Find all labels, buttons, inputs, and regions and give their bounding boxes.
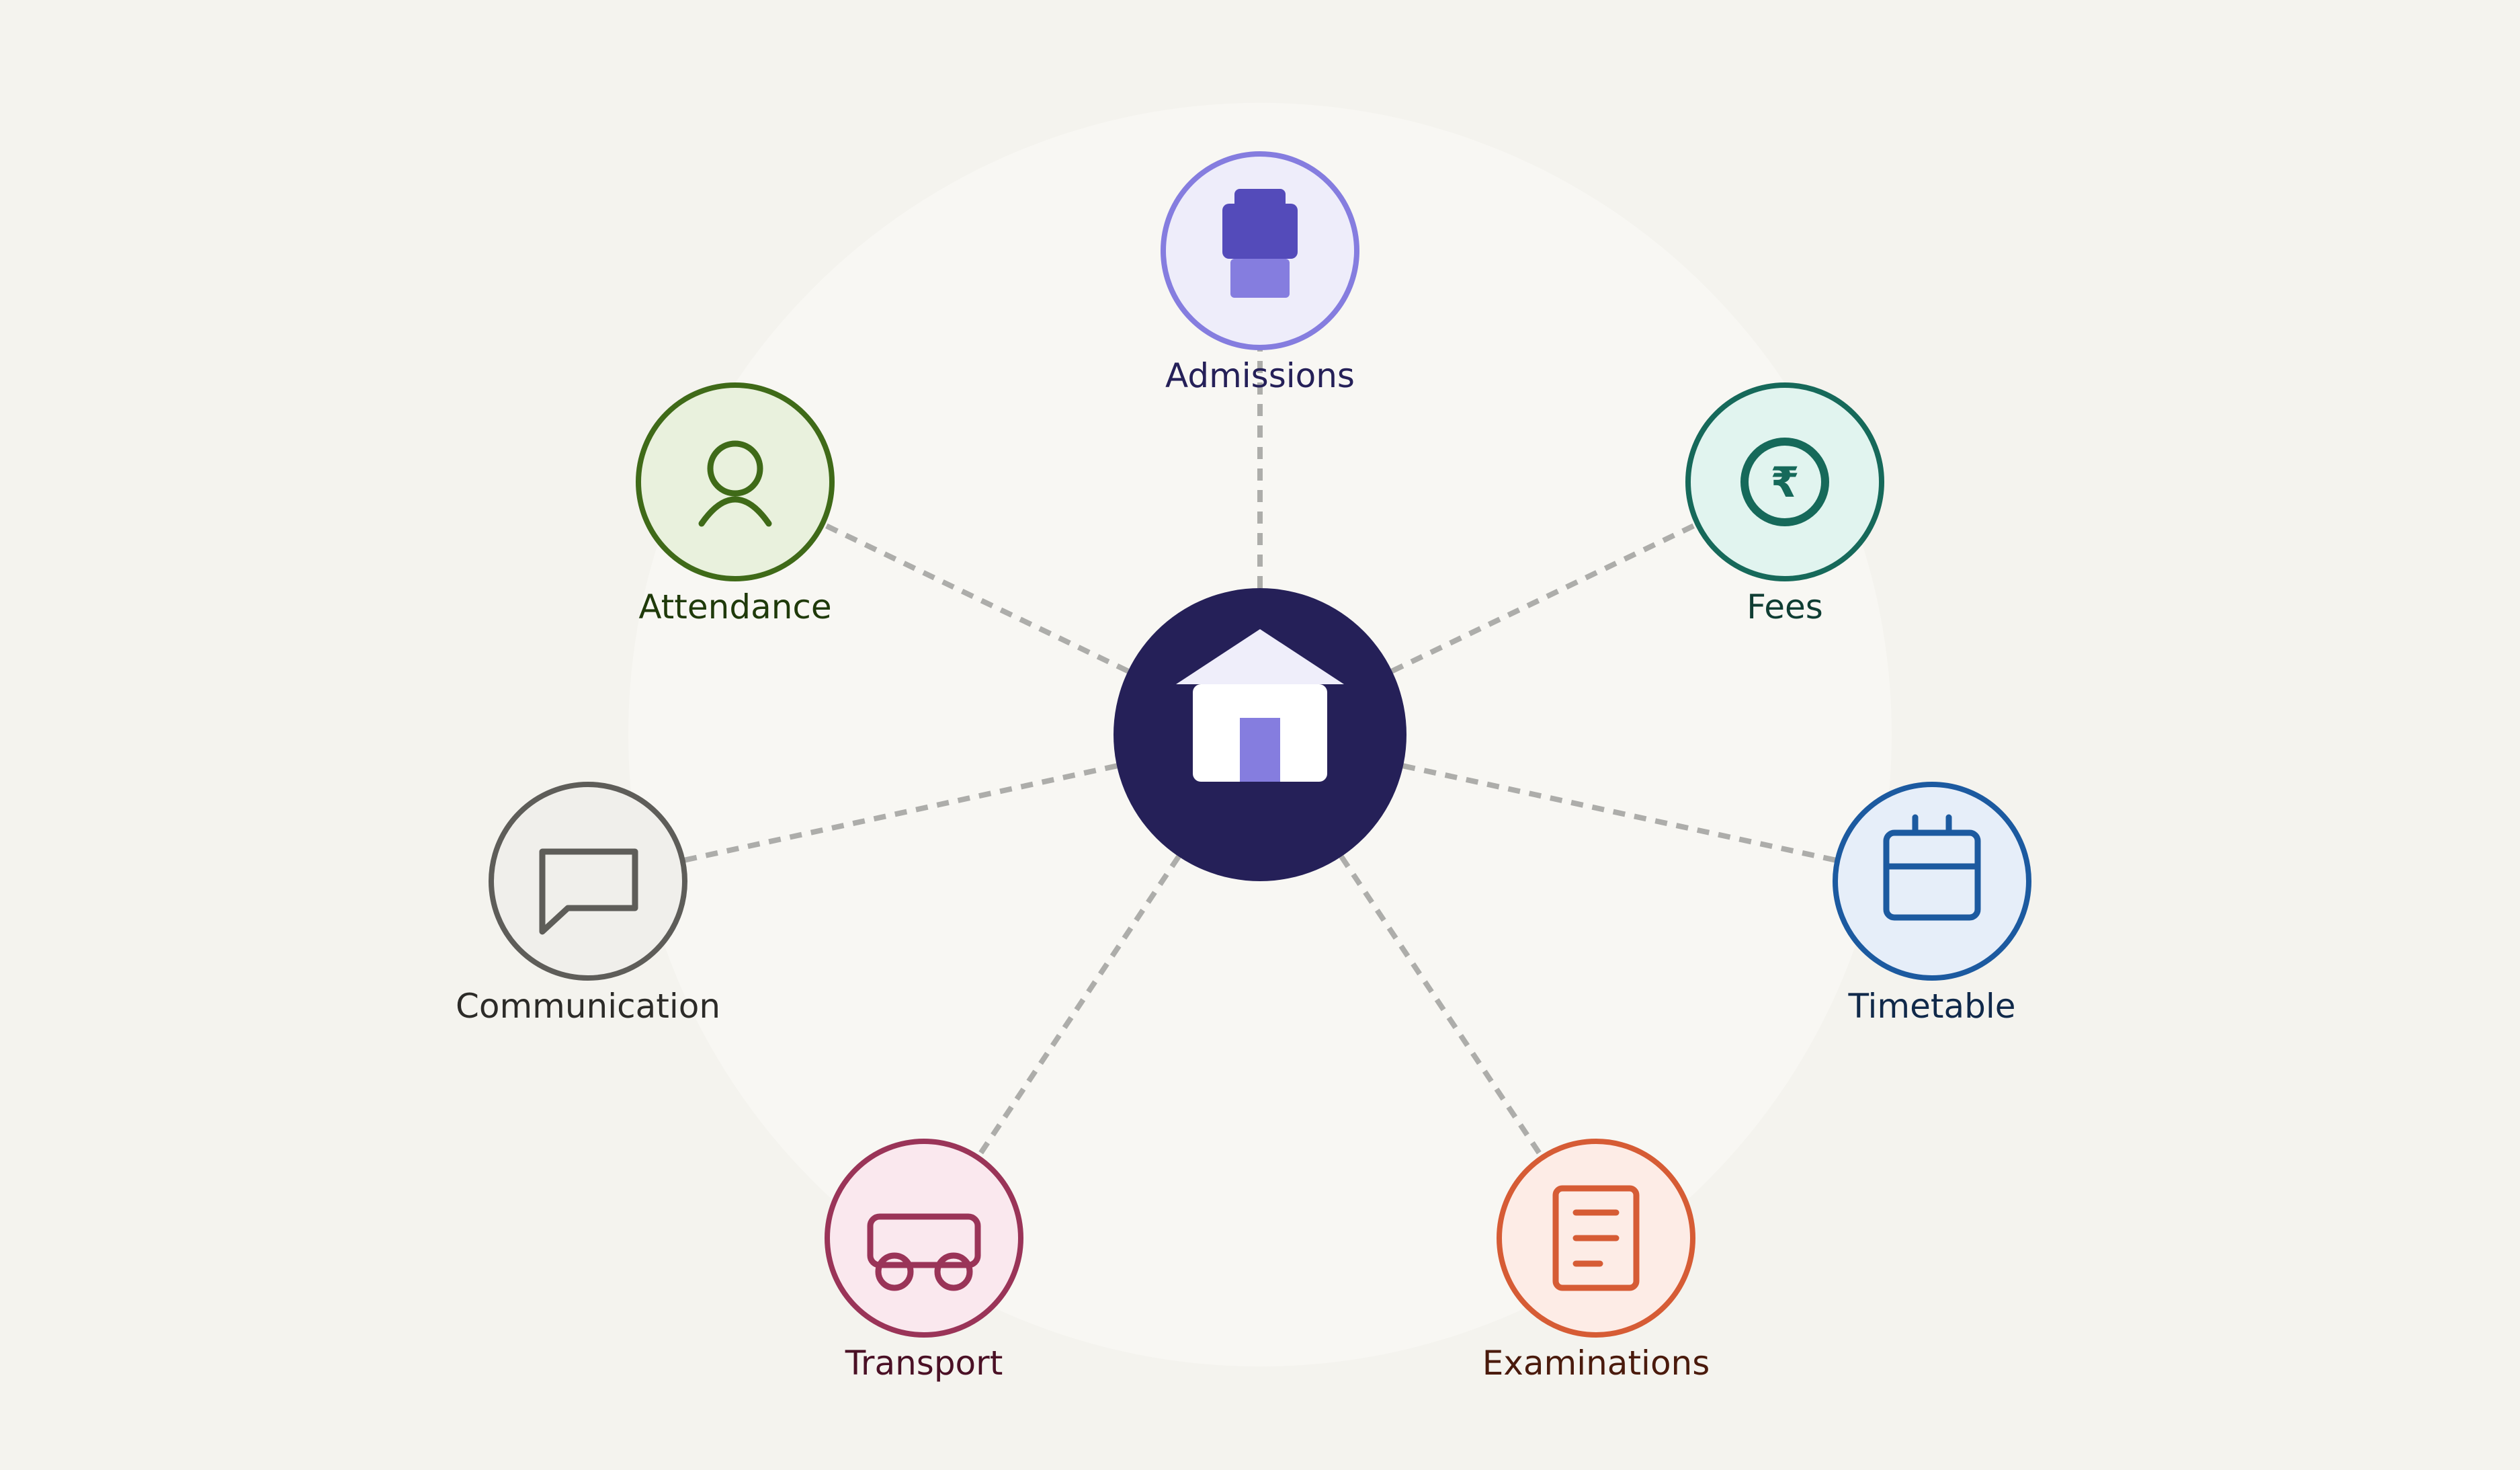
user-icon — [698, 440, 772, 527]
hub-node[interactable] — [1114, 588, 1406, 881]
module-node-fees[interactable]: ₹ Fees — [1685, 382, 1884, 626]
rupee-coin-icon: ₹ — [1740, 438, 1829, 526]
connector-communication — [681, 763, 1118, 864]
connector-transport — [975, 855, 1181, 1159]
home-icon — [1176, 629, 1344, 782]
chat-bubble-icon — [539, 848, 638, 935]
module-circle-timetable[interactable] — [1833, 782, 2031, 981]
module-node-attendance[interactable]: Attendance — [636, 382, 835, 626]
module-label-fees: Fees — [1747, 587, 1823, 626]
connector-fees — [1390, 521, 1699, 674]
module-label-admissions: Admissions — [1165, 356, 1355, 395]
module-label-attendance: Attendance — [638, 587, 831, 626]
module-circle-fees[interactable] — [1685, 382, 1884, 581]
bus-icon — [867, 1213, 981, 1291]
module-label-communication: Communication — [456, 987, 720, 1026]
module-circle-transport[interactable] — [825, 1139, 1023, 1338]
svg-text:₹: ₹ — [1770, 458, 1799, 507]
document-icon — [1552, 1185, 1640, 1291]
connector-timetable — [1402, 763, 1839, 864]
module-label-transport: Transport — [845, 1344, 1003, 1383]
module-circle-communication[interactable] — [489, 782, 687, 981]
calendar-icon — [1883, 814, 1981, 921]
module-node-timetable[interactable]: Timetable — [1833, 782, 2031, 1026]
module-circle-attendance[interactable] — [636, 382, 835, 581]
admissions-icon — [1222, 189, 1298, 298]
module-label-timetable: Timetable — [1848, 987, 2016, 1026]
connector-attendance — [821, 521, 1130, 674]
module-node-communication[interactable]: Communication — [456, 782, 720, 1026]
module-label-examinations: Examinations — [1482, 1344, 1710, 1383]
module-node-transport[interactable]: Transport — [825, 1139, 1023, 1383]
module-node-admissions[interactable]: Admissions — [1161, 151, 1359, 395]
module-node-examinations[interactable]: Examinations — [1482, 1139, 1710, 1383]
connector-examinations — [1339, 855, 1545, 1159]
